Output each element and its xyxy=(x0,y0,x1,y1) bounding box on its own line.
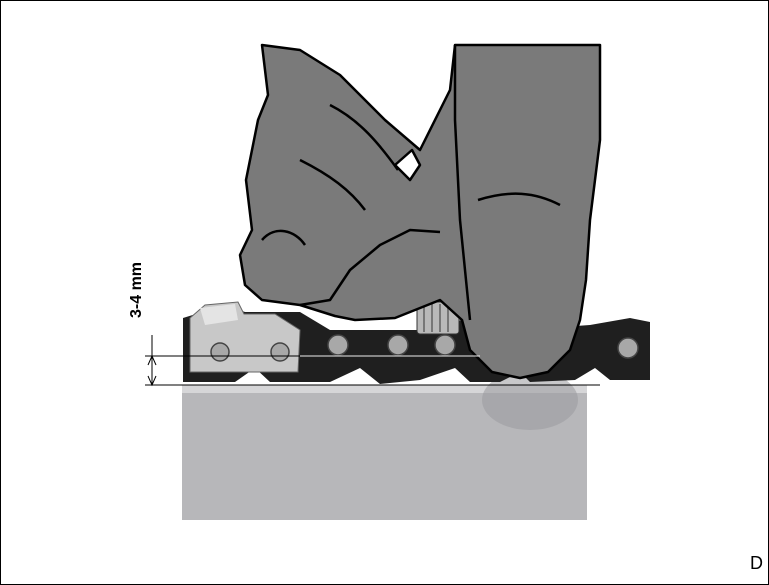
dimension-label: 3-4 mm xyxy=(128,261,145,318)
guide-bar xyxy=(182,370,587,520)
dimension-marker xyxy=(145,335,600,387)
figure-letter: D xyxy=(750,553,763,573)
hand xyxy=(238,43,602,380)
